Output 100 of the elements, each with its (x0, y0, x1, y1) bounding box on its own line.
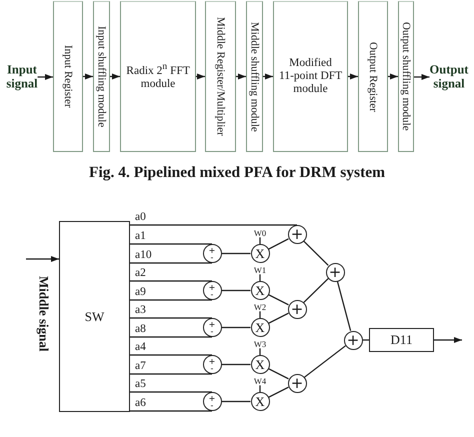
module-label: Radix 2$^{n}$ FFT module (125, 61, 191, 92)
edge-label: a2 (135, 268, 146, 280)
minus-sign: - (210, 328, 214, 334)
connector-line (303, 240, 329, 266)
times-sign: X (255, 395, 265, 408)
subtractor-circle (202, 355, 222, 374)
times-sign: X (255, 321, 265, 334)
signal-label: Input signal (6, 63, 38, 91)
connector-line (130, 354, 212, 356)
plus-sign: + (208, 320, 216, 328)
weight-label: W1 (254, 266, 266, 274)
connector-line (130, 410, 212, 412)
edge-label: a5 (135, 379, 146, 390)
connector-line (130, 299, 212, 301)
adder-circle (288, 374, 306, 392)
module-box (398, 1, 414, 152)
module-box (273, 1, 348, 152)
edge-label: a6 (135, 398, 146, 410)
edge-label: a3 (135, 305, 146, 316)
arrow (348, 74, 358, 80)
plus-sign: + (208, 358, 216, 364)
minus-sign: - (210, 254, 214, 260)
connector-line (222, 326, 250, 328)
connector-line (268, 368, 289, 380)
times-sign: X (255, 284, 265, 297)
connector-line (222, 364, 250, 366)
connector-line (303, 278, 329, 303)
edge-label: a7 (135, 361, 146, 372)
weight-label: W3 (254, 340, 266, 348)
weight-label: W4 (254, 376, 266, 386)
minus-sign: - (210, 402, 214, 408)
edge-label: a9 (135, 287, 146, 298)
times-sign: X (255, 358, 265, 371)
subtractor-circle (202, 244, 222, 263)
arrow (110, 74, 120, 80)
block-label: D11 (390, 332, 412, 348)
multiplier-circle (250, 281, 270, 300)
arrow (196, 74, 205, 80)
module-label: Output shuffling module (400, 22, 412, 131)
adder-circle (326, 262, 344, 282)
connector-line (336, 281, 352, 331)
connector-line (268, 386, 289, 398)
connector-line (222, 400, 250, 402)
weight-label: W2 (254, 302, 266, 312)
multiplier-circle (250, 318, 270, 337)
connector-line (304, 345, 346, 378)
edge-label: a10 (135, 250, 152, 262)
connector-line (130, 391, 212, 393)
times-sign: X (255, 247, 265, 260)
subtractor-circle (202, 392, 222, 411)
connector-line (130, 336, 212, 338)
arrow (414, 74, 430, 80)
module-box (205, 1, 236, 152)
edge-label: a1 (135, 231, 146, 242)
plus-sign: + (328, 266, 342, 278)
plus-sign: + (208, 284, 216, 290)
module-label: Input Register (62, 45, 74, 108)
module-label: Input shuffling module (95, 26, 108, 128)
connector-line (130, 280, 212, 282)
module-label: Output Register (366, 42, 380, 112)
arrow (236, 74, 246, 80)
connector-line (130, 317, 212, 319)
module-label: Middle Register/Multiplier (214, 17, 227, 136)
module-box (358, 1, 388, 152)
subtractor-circle (202, 281, 222, 300)
plus-sign: + (208, 394, 216, 402)
arrow (38, 74, 53, 80)
multiplier-circle (250, 392, 270, 411)
minus-sign: - (210, 290, 214, 298)
connector-line (222, 290, 250, 292)
edge-label: a4 (135, 342, 146, 354)
edge-label: a0 (135, 212, 146, 224)
adder-circle (288, 300, 306, 318)
module-box (246, 1, 263, 152)
plus-sign: + (290, 228, 304, 241)
connector-line (222, 252, 250, 254)
connector-line (130, 243, 212, 245)
arrow (83, 74, 93, 80)
multiplier-circle (250, 244, 270, 263)
arrow (263, 74, 273, 80)
connector-line (130, 373, 212, 375)
weight-label: W0 (254, 228, 266, 238)
minus-sign: - (210, 364, 214, 372)
edge-label: a8 (135, 324, 146, 336)
plus-sign: + (290, 376, 304, 390)
module-box (120, 1, 196, 152)
module-box (53, 1, 83, 152)
plus-sign: + (290, 302, 304, 316)
subtractor-circle (202, 318, 222, 337)
delay-box (369, 328, 434, 352)
arrow (434, 337, 462, 343)
connector-line (268, 238, 289, 250)
module-box (93, 1, 110, 152)
connector-line (130, 262, 212, 264)
arrow (388, 74, 398, 80)
plus-sign: + (208, 246, 216, 254)
block-label: SW (84, 308, 104, 324)
adder-circle (344, 330, 362, 350)
connector-line (268, 294, 289, 306)
module-label: Middle shuffling module (248, 22, 261, 132)
